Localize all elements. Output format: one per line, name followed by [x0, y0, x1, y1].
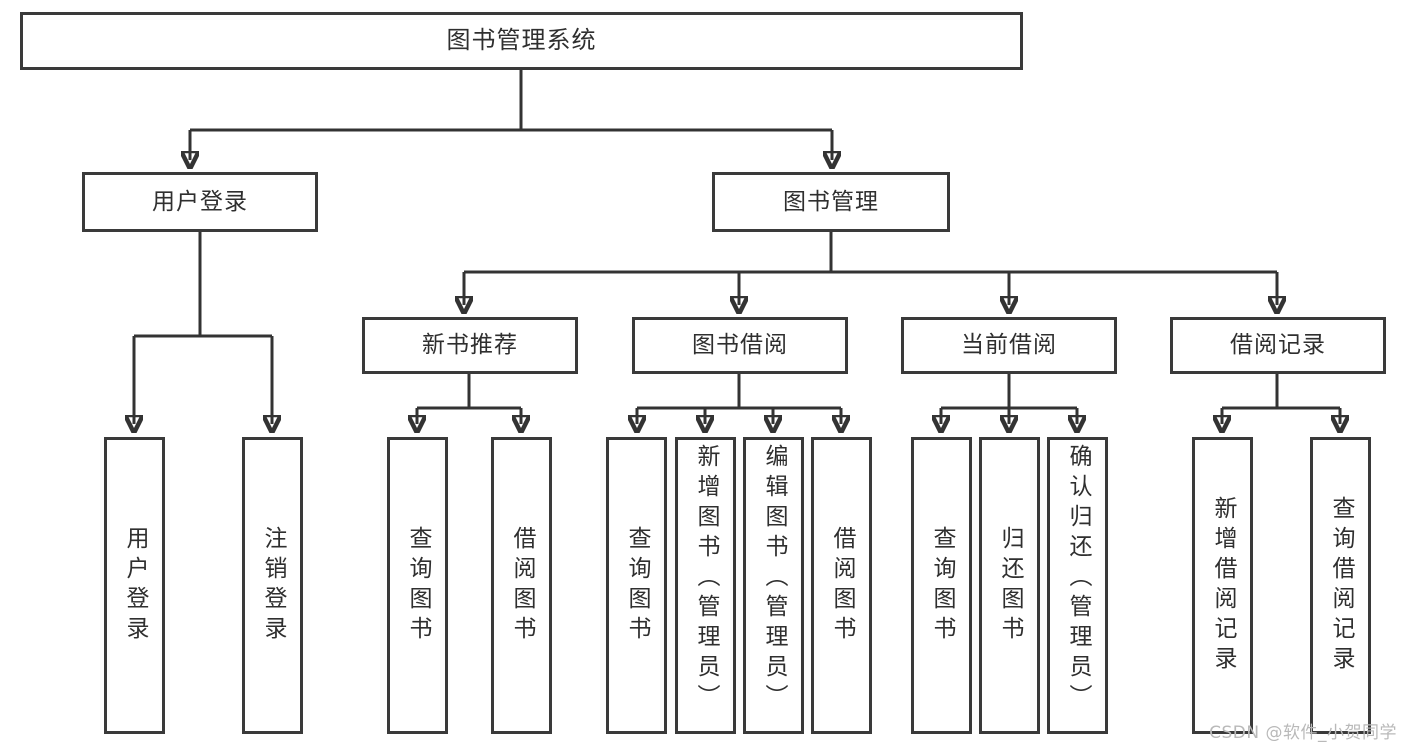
leaf-add-book-admin[interactable]: 新增图书（管理员） [675, 437, 736, 734]
leaf-query-book-borrow[interactable]: 查询图书 [606, 437, 667, 734]
node-label: 归还图书 [997, 525, 1023, 646]
node-label: 查询借阅记录 [1328, 495, 1354, 676]
node-label: 用户登录 [152, 188, 248, 215]
node-label: 新增借阅记录 [1210, 495, 1236, 676]
leaf-query-borrow-record[interactable]: 查询借阅记录 [1310, 437, 1371, 734]
node-label: 新增图书（管理员） [693, 444, 719, 714]
node-user-login[interactable]: 用户登录 [82, 172, 318, 232]
leaf-edit-book-admin[interactable]: 编辑图书（管理员） [743, 437, 804, 734]
leaf-borrow-book-recommend[interactable]: 借阅图书 [491, 437, 552, 734]
watermark-text: CSDN @软件_小贺同学 [1209, 723, 1397, 743]
node-new-book-recommend[interactable]: 新书推荐 [362, 317, 578, 374]
node-label: 新书推荐 [422, 332, 518, 359]
node-label: 图书管理系统 [446, 26, 597, 55]
node-label: 借阅记录 [1230, 332, 1326, 359]
node-label: 查询图书 [929, 525, 955, 646]
node-label: 用户登录 [122, 525, 148, 646]
leaf-add-borrow-record[interactable]: 新增借阅记录 [1192, 437, 1253, 734]
node-label: 注销登录 [260, 525, 286, 646]
node-label: 图书借阅 [692, 332, 788, 359]
leaf-return-book[interactable]: 归还图书 [979, 437, 1040, 734]
node-label: 编辑图书（管理员） [761, 444, 787, 714]
leaf-user-login[interactable]: 用户登录 [104, 437, 165, 734]
node-current-borrow[interactable]: 当前借阅 [901, 317, 1117, 374]
leaf-confirm-return-admin[interactable]: 确认归还（管理员） [1047, 437, 1108, 734]
leaf-user-logout[interactable]: 注销登录 [242, 437, 303, 734]
node-root-book-management-system[interactable]: 图书管理系统 [20, 12, 1023, 70]
node-label: 当前借阅 [961, 332, 1057, 359]
node-label: 确认归还（管理员） [1065, 444, 1091, 714]
node-borrow-record[interactable]: 借阅记录 [1170, 317, 1386, 374]
node-book-management[interactable]: 图书管理 [712, 172, 950, 232]
node-label: 借阅图书 [829, 525, 855, 646]
leaf-borrow-book[interactable]: 借阅图书 [811, 437, 872, 734]
node-book-borrow[interactable]: 图书借阅 [632, 317, 848, 374]
leaf-query-book-recommend[interactable]: 查询图书 [387, 437, 448, 734]
node-label: 图书管理 [783, 188, 879, 215]
node-label: 查询图书 [624, 525, 650, 646]
leaf-query-book-current[interactable]: 查询图书 [911, 437, 972, 734]
node-label: 借阅图书 [509, 525, 535, 646]
node-label: 查询图书 [405, 525, 431, 646]
